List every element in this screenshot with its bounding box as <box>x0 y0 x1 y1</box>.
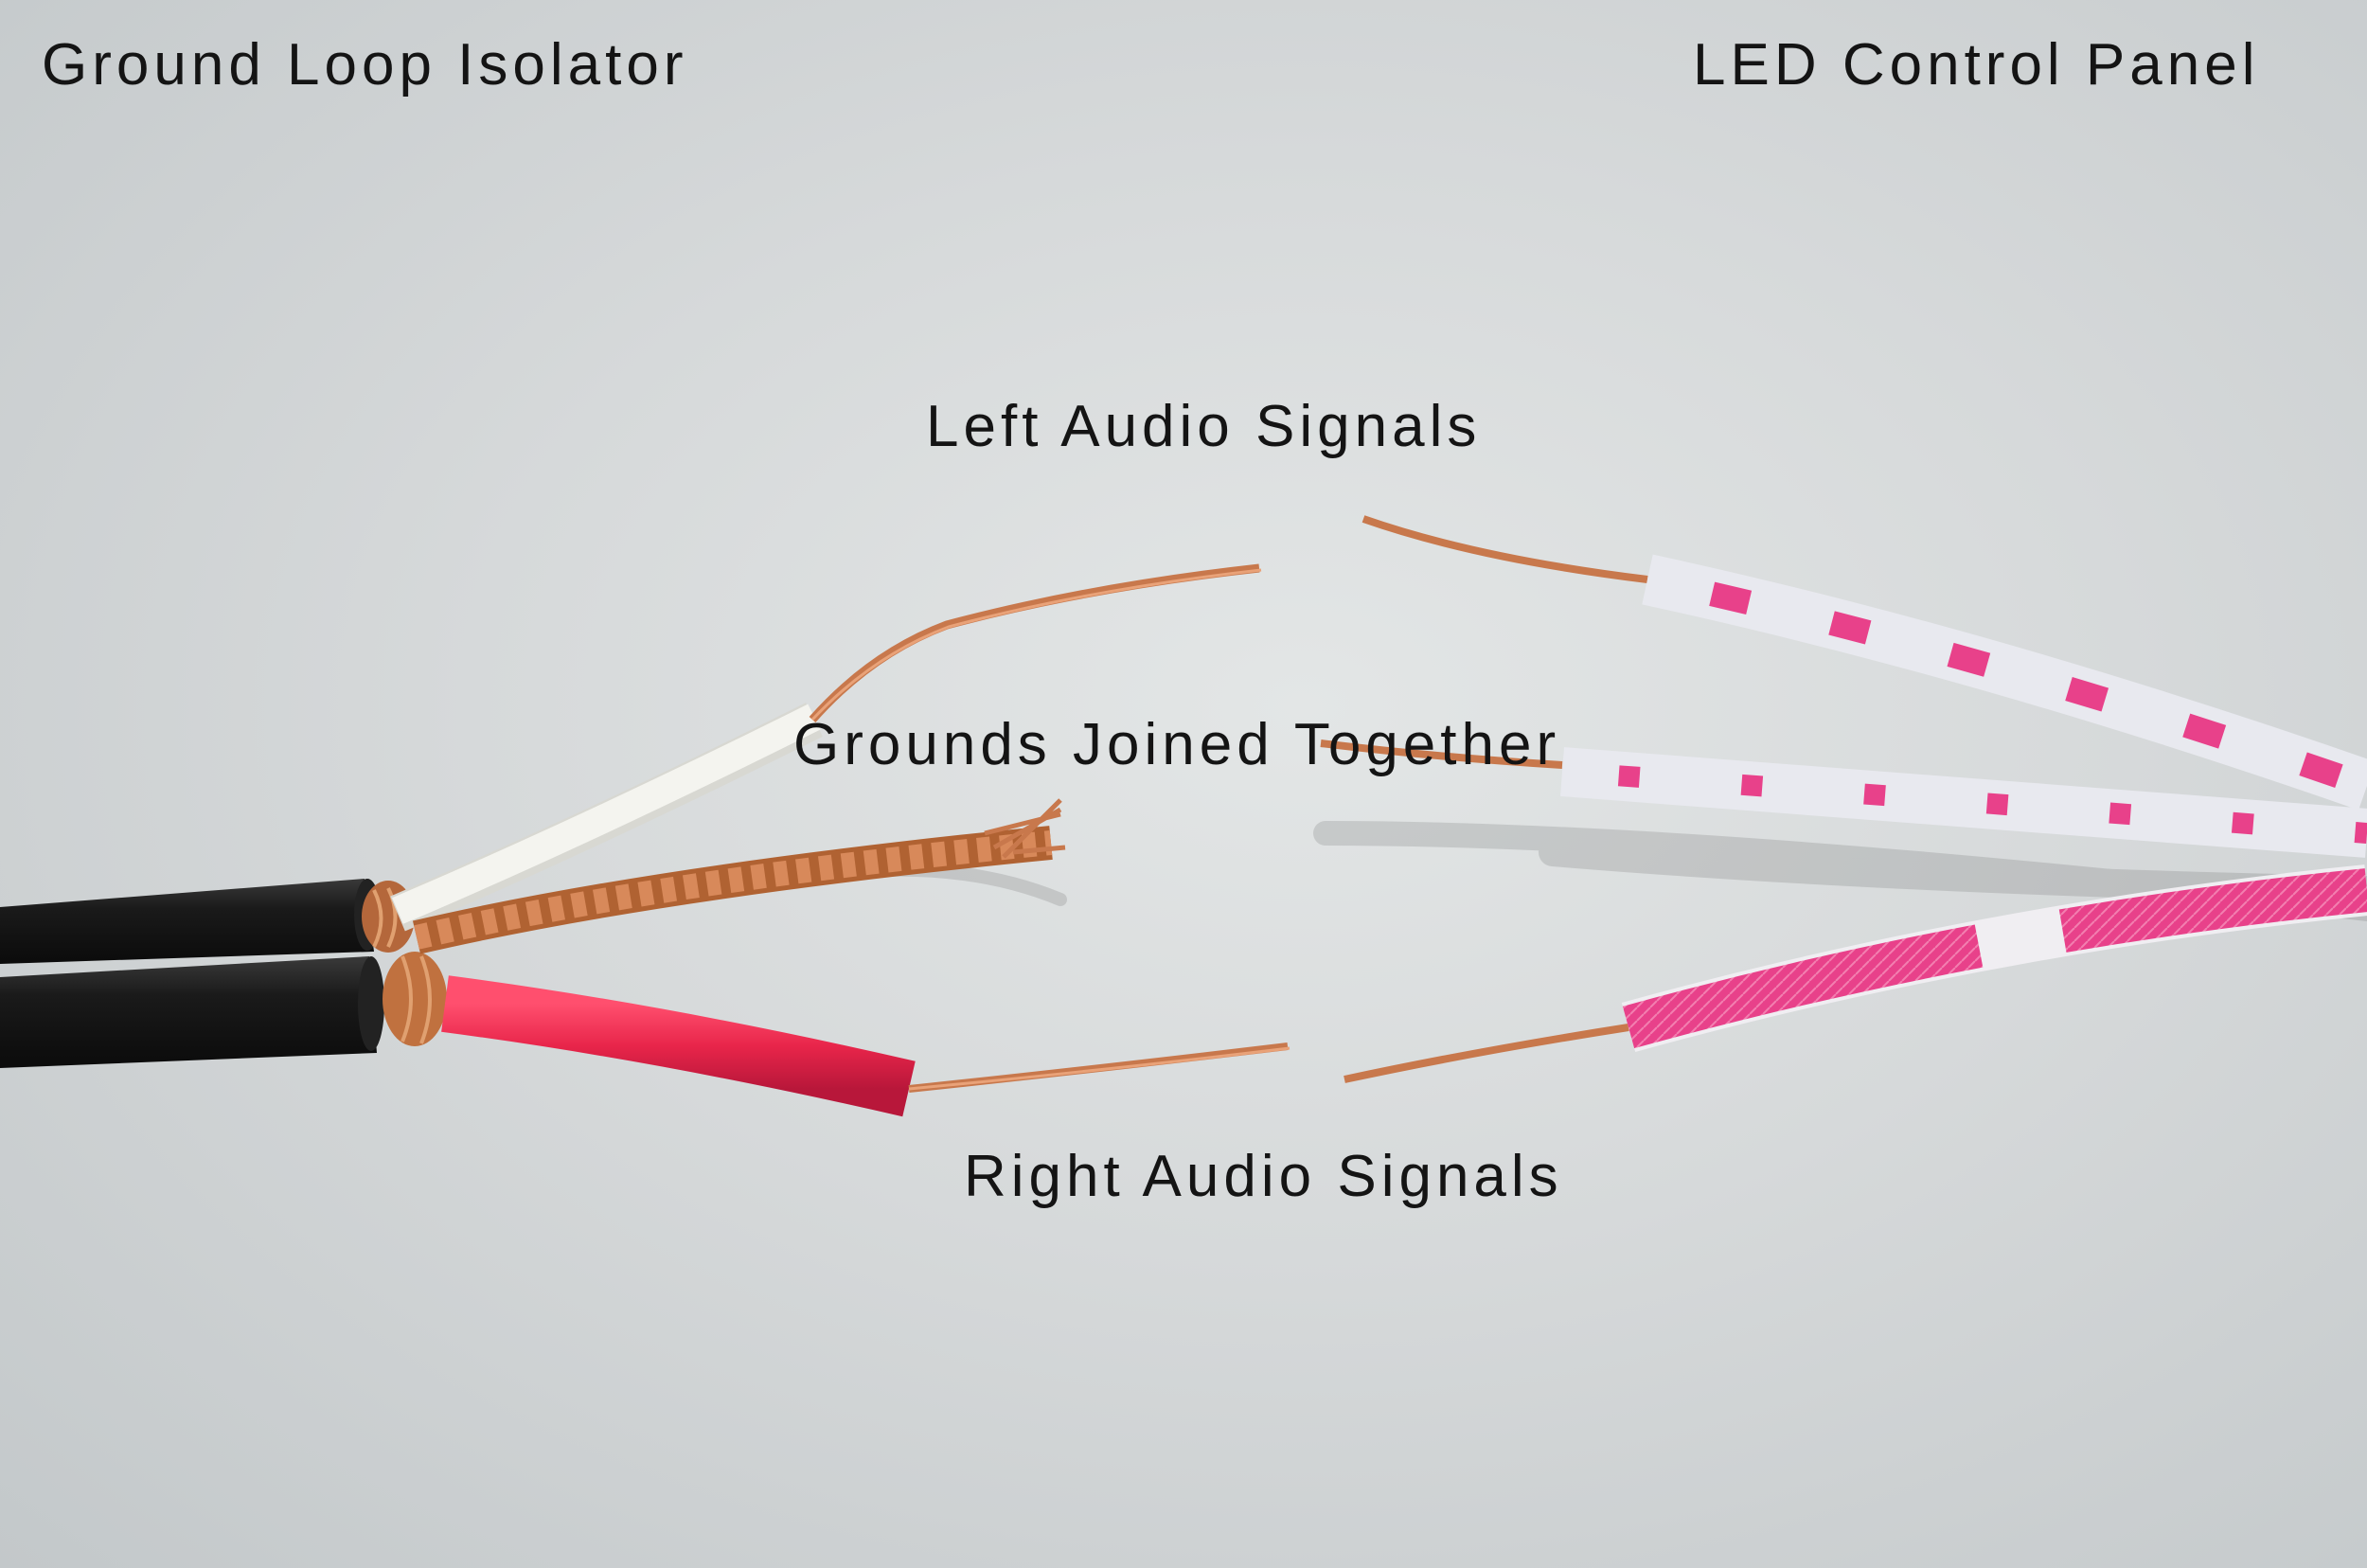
right-signal-wire-isolator <box>441 975 1290 1117</box>
ground-loop-isolator-label: Ground Loop Isolator <box>42 32 688 98</box>
right-audio-signals-label: Right Audio Signals <box>964 1144 1563 1209</box>
isolator-cable <box>0 879 384 1068</box>
left-audio-signals-label: Left Audio Signals <box>926 394 1482 459</box>
led-control-panel-label: LED Control Panel <box>1693 32 2260 98</box>
right-signal-wire-led <box>1344 864 2367 1083</box>
left-signal-wire-led <box>1361 515 2367 811</box>
left-signal-wire-isolator <box>390 563 1262 932</box>
ground-wire-led <box>1320 739 2367 858</box>
grounds-joined-label: Grounds Joined Together <box>793 712 1561 777</box>
ground-braid-isolator <box>412 798 1066 954</box>
